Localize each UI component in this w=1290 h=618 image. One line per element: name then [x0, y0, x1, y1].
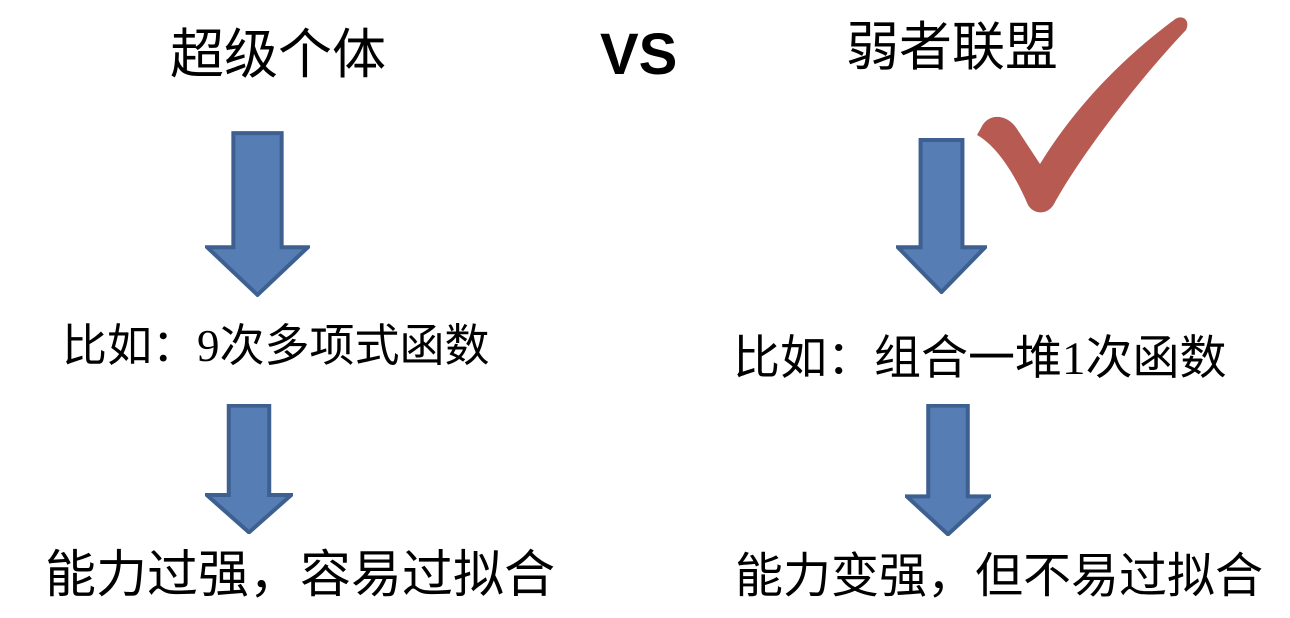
down-arrow-icon	[205, 131, 310, 297]
down-arrow-icon	[905, 404, 991, 536]
right-column-conclusion: 能力变强，但不易过拟合	[735, 550, 1264, 603]
left-column-conclusion: 能力过强，容易过拟合	[45, 548, 556, 604]
right-column-title: 弱者联盟	[846, 19, 1058, 77]
left-column-title: 超级个体	[170, 25, 386, 85]
left-column-example: 比如：9次多项式函数	[62, 321, 490, 371]
down-arrow-icon	[205, 404, 293, 534]
right-column-example: 比如：组合一堆1次函数	[733, 333, 1227, 385]
checkmark-icon	[977, 17, 1188, 213]
versus-label: VS	[600, 22, 678, 87]
down-arrow-icon	[896, 138, 987, 294]
